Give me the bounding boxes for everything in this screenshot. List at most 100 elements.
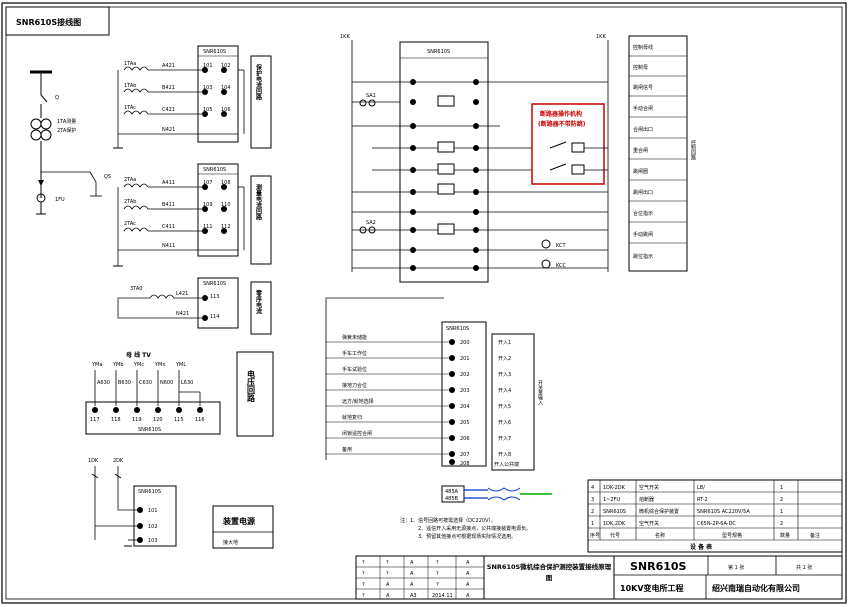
equipment-row-1: 4 1DK-2DK 空气开关 LB/ 1 [591, 484, 783, 491]
device-power-box [212, 505, 274, 549]
svg-text:A630: A630 [97, 380, 110, 386]
control-terminal-dots [410, 79, 479, 271]
svg-text:熔断器: 熔断器 [639, 496, 654, 503]
voltage-section-box [236, 351, 274, 437]
svg-text:109: 109 [203, 202, 213, 208]
svg-text:开入8: 开入8 [498, 452, 511, 458]
svg-text:203: 203 [460, 388, 470, 394]
svg-text:SNR610S: SNR610S [603, 509, 626, 515]
svg-text:2TAc: 2TAc [124, 221, 136, 227]
svg-text:开入6: 开入6 [498, 420, 511, 426]
svg-text:闭锁遥控合闸: 闭锁遥控合闸 [342, 430, 372, 437]
zero-section-box [250, 281, 272, 335]
header-label-box [5, 6, 110, 36]
svg-text:手车工作位: 手车工作位 [342, 350, 367, 357]
equipment-row-2: 3 1~2FU 熔断器 RT-2 2 [591, 496, 783, 503]
svg-text:4: 4 [591, 485, 594, 491]
svg-text:1: 1 [780, 509, 783, 515]
svg-text:3TA0: 3TA0 [130, 286, 142, 292]
svg-text:接地刀合位: 接地刀合位 [342, 382, 367, 389]
svg-text:103: 103 [148, 538, 158, 544]
svg-text:SNR610S: SNR610S [203, 167, 226, 173]
power-terminal-block [133, 485, 177, 547]
svg-text:1~2FU: 1~2FU [603, 497, 620, 503]
svg-text:103: 103 [203, 85, 213, 91]
svg-text:N600: N600 [160, 380, 173, 386]
zero-terminal-block [197, 277, 239, 329]
sheet-index: 第 1 张 [728, 564, 744, 571]
svg-text:开入公共端: 开入公共端 [494, 461, 519, 468]
q-main-label: Q [55, 95, 59, 101]
svg-text:手车试验位: 手车试验位 [342, 366, 367, 373]
svg-text:L630: L630 [181, 380, 193, 386]
main-breaker-symbol [40, 94, 48, 103]
equipment-table-footer: 设 备 表 [690, 543, 713, 551]
svg-text:名称: 名称 [655, 532, 665, 539]
device-power-loop: 1DK 2DK SNR610S 101 102 103 装置电源 接大地 [88, 458, 274, 549]
svg-text:手动合闸: 手动合闸 [633, 105, 653, 112]
svg-text:?: ? [436, 582, 439, 588]
svg-text:204: 204 [460, 404, 470, 410]
voltage-terminal-block [85, 401, 221, 435]
svg-text:1TAb: 1TAb [124, 83, 136, 89]
equipment-header-row: 序号 代号 名称 型号规格 数量 备注 [590, 532, 820, 539]
protection-block-title: SNR610S [203, 49, 226, 55]
svg-text:2: 2 [591, 509, 594, 515]
control-vertical-label: 控制回路 [690, 139, 696, 161]
svg-text:1KK: 1KK [340, 34, 350, 40]
svg-text:重合闸: 重合闸 [633, 147, 648, 154]
svg-text:C421: C421 [162, 107, 175, 113]
q-ground-label: QS [104, 174, 111, 180]
svg-text:代号: 代号 [610, 532, 620, 539]
svg-text:SNR610S: SNR610S [138, 489, 161, 495]
measure-section-label: 测量电流回路 [255, 183, 262, 221]
svg-text:SNR610S AC220V/5A: SNR610S AC220V/5A [697, 509, 750, 515]
svg-text:备用: 备用 [342, 446, 352, 453]
svg-text:SNR610S: SNR610S [427, 49, 450, 55]
svg-text:合位指示: 合位指示 [633, 210, 653, 217]
protection-terminal-block [197, 45, 239, 143]
svg-text:106: 106 [221, 107, 231, 113]
svg-text:远方/就地选择: 远方/就地选择 [342, 398, 374, 405]
svg-text:YMn: YMn [154, 362, 166, 368]
equipment-row-4: 1 1DK,2DK 空气开关 C65N-2P-6A-DC 2 [591, 520, 783, 527]
svg-text:SNR610S: SNR610S [138, 427, 161, 433]
svg-text:注：1、信号回路可按需选择（DC220V）。: 注：1、信号回路可按需选择（DC220V）。 [400, 517, 496, 524]
svg-text:A: A [386, 593, 390, 599]
svg-text:1: 1 [591, 521, 594, 527]
svg-text:120: 120 [153, 417, 163, 423]
protection-section-label: 保护电流回路 [255, 63, 263, 101]
svg-text:开入4: 开入4 [498, 388, 511, 394]
company-name: 绍兴南瑞自动化有限公司 [711, 583, 800, 593]
svg-text:N421: N421 [176, 311, 189, 317]
io-rows: 弹簧未储能 手车工作位 手车试验位 接地刀合位 远方/就地选择 就地复归 闭锁遥… [326, 334, 470, 467]
svg-text:116: 116 [195, 417, 205, 423]
svg-text:112: 112 [221, 224, 231, 230]
svg-text:115: 115 [174, 417, 184, 423]
svg-text:B411: B411 [162, 202, 175, 208]
svg-text:2、遥信开入采用无源接点，公共端接装置电源负。: 2、遥信开入采用无源接点，公共端接装置电源负。 [418, 525, 531, 532]
svg-text:A: A [466, 593, 470, 599]
breaker-box-title: 断路器操作机构 [540, 110, 582, 118]
svg-text:开入7: 开入7 [498, 436, 511, 442]
svg-text:3: 3 [591, 497, 594, 503]
svg-text:2DK: 2DK [113, 458, 124, 464]
svg-text:空气开关: 空气开关 [639, 484, 659, 491]
svg-text:A: A [410, 582, 414, 588]
svg-text:113: 113 [210, 294, 220, 300]
svg-text:开入5: 开入5 [498, 404, 511, 410]
measure-row-3: 2TAc C411 111 112 [123, 221, 231, 234]
svg-text:A: A [466, 582, 470, 588]
breaker-mechanism-box [531, 103, 605, 185]
svg-text:SA1: SA1 [366, 93, 376, 99]
svg-text:弹簧未储能: 弹簧未储能 [342, 334, 367, 341]
svg-text:B630: B630 [118, 380, 131, 386]
svg-text:1DK-2DK: 1DK-2DK [603, 485, 626, 491]
svg-text:2TAb: 2TAb [124, 199, 136, 205]
svg-text:?: ? [362, 582, 365, 588]
header-label: SNR610S接线图 [16, 17, 81, 27]
measure-terminal-block [197, 163, 239, 257]
svg-text:控制母线: 控制母线 [633, 44, 653, 51]
svg-text:数量: 数量 [780, 532, 790, 539]
